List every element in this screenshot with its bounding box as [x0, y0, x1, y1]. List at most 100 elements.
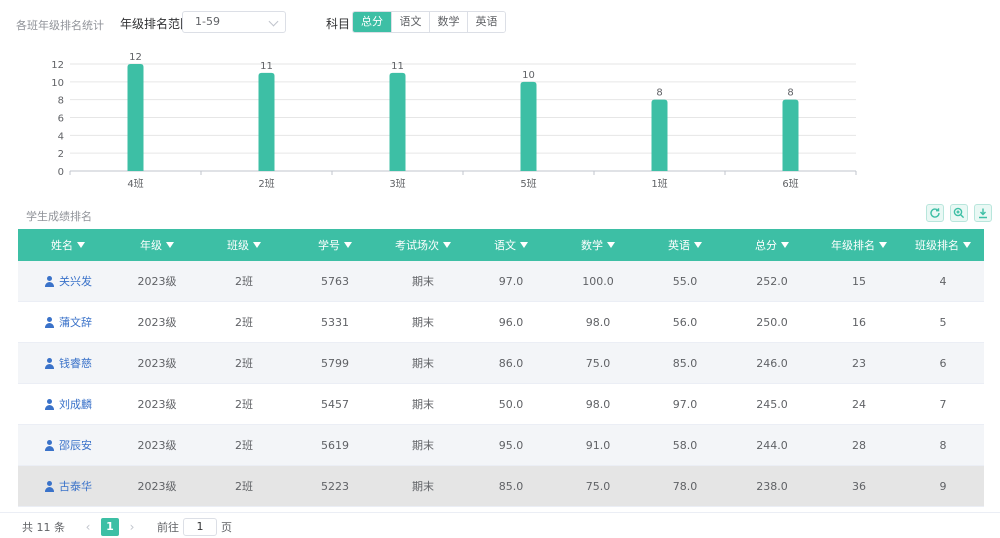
table-cell: 2班 — [196, 302, 292, 342]
cell-text: 5331 — [321, 315, 349, 329]
goto-page-input[interactable]: 1 — [183, 518, 217, 536]
sort-caret-icon[interactable] — [166, 242, 174, 248]
cell-text: 75.0 — [585, 479, 611, 493]
cell-text: 100.0 — [582, 274, 614, 288]
table-cell: 96.0 — [468, 302, 554, 342]
y-tick-label: 6 — [58, 114, 64, 125]
column-header[interactable]: 英语 — [642, 229, 728, 261]
cell-text: 246.0 — [756, 356, 788, 370]
subject-option-total[interactable]: 总分 — [353, 12, 391, 32]
column-header[interactable]: 年级排名 — [816, 229, 902, 261]
table-cell: 86.0 — [468, 343, 554, 383]
zoom-button[interactable] — [950, 204, 968, 222]
pagination: 共 11 条 ‹ 1 › 前往 1 页 — [22, 518, 232, 536]
table-cell: 98.0 — [554, 302, 642, 342]
bar[interactable] — [782, 99, 799, 171]
cell-text: 78.0 — [672, 479, 698, 493]
cell-text: 2023级 — [137, 275, 177, 288]
column-header-label: 学号 — [318, 239, 340, 252]
student-name-link[interactable]: 蒲文辞 — [18, 302, 118, 342]
cell-text: 85.0 — [672, 356, 698, 370]
range-select[interactable]: 1-59 — [182, 11, 286, 33]
sort-caret-icon[interactable] — [77, 242, 85, 248]
x-tick-label: 4班 — [127, 178, 143, 190]
table-cell: 28 — [816, 425, 902, 465]
cell-text: 91.0 — [585, 438, 611, 452]
student-name-link[interactable]: 刘成麟 — [18, 384, 118, 424]
column-header-label: 班级排名 — [915, 239, 959, 252]
cell-text: 28 — [852, 438, 866, 452]
student-name-link[interactable]: 古泰华 — [18, 466, 118, 506]
table-cell: 期末 — [378, 384, 468, 424]
bar[interactable] — [127, 64, 144, 171]
table-cell: 85.0 — [468, 466, 554, 506]
column-header[interactable]: 班级 — [196, 229, 292, 261]
cell-text: 244.0 — [756, 438, 788, 452]
sort-caret-icon[interactable] — [520, 242, 528, 248]
sort-caret-icon[interactable] — [607, 242, 615, 248]
column-header[interactable]: 学号 — [292, 229, 378, 261]
cell-text: 238.0 — [756, 479, 788, 493]
cell-text: 16 — [852, 315, 866, 329]
table-cell: 5331 — [292, 302, 378, 342]
bar-value-label: 11 — [391, 61, 404, 72]
bar[interactable] — [651, 99, 668, 171]
subject-option-math[interactable]: 数学 — [429, 12, 467, 32]
cell-text: 86.0 — [498, 356, 524, 370]
student-name-link[interactable]: 钱睿慈 — [18, 343, 118, 383]
cell-text: 2班 — [235, 439, 253, 452]
table-cell: 2023级 — [118, 384, 196, 424]
student-name-link[interactable]: 邵辰安 — [18, 425, 118, 465]
sort-caret-icon[interactable] — [443, 242, 451, 248]
prev-page-button[interactable]: ‹ — [85, 520, 91, 534]
column-header[interactable]: 数学 — [554, 229, 642, 261]
y-tick-label: 12 — [51, 60, 64, 71]
bar[interactable] — [258, 72, 275, 171]
sort-caret-icon[interactable] — [344, 242, 352, 248]
table-cell: 238.0 — [728, 466, 816, 506]
column-header[interactable]: 总分 — [728, 229, 816, 261]
table-cell: 23 — [816, 343, 902, 383]
bar[interactable] — [520, 81, 537, 171]
next-page-button[interactable]: › — [129, 520, 135, 534]
column-header[interactable]: 姓名 — [18, 229, 118, 261]
sort-caret-icon[interactable] — [694, 242, 702, 248]
column-header[interactable]: 班级排名 — [902, 229, 984, 261]
sort-caret-icon[interactable] — [963, 242, 971, 248]
cell-text: 期末 — [412, 439, 434, 452]
user-icon — [44, 275, 55, 287]
table-cell: 4 — [902, 261, 984, 301]
table-header: 姓名年级班级 学号 考试场次语文数学英语总分年级排名班级排名 — [18, 229, 984, 261]
cell-text: 36 — [852, 479, 866, 493]
user-icon — [44, 398, 55, 410]
cell-text: 5763 — [321, 274, 349, 288]
cell-text: 7 — [939, 397, 947, 411]
cell-text: 2班 — [235, 398, 253, 411]
column-header[interactable]: 年级 — [118, 229, 196, 261]
bar[interactable] — [389, 72, 406, 171]
refresh-button[interactable] — [926, 204, 944, 222]
divider — [0, 512, 1000, 513]
cell-text: 刘成麟 — [59, 398, 92, 411]
table-cell: 75.0 — [554, 466, 642, 506]
x-tick-label: 5班 — [520, 178, 536, 190]
sort-caret-icon[interactable] — [879, 242, 887, 248]
subject-option-chinese[interactable]: 语文 — [391, 12, 429, 32]
student-name-link[interactable]: 关兴发 — [18, 261, 118, 301]
subject-option-english[interactable]: 英语 — [467, 12, 505, 32]
sort-caret-icon[interactable] — [781, 242, 789, 248]
download-button[interactable] — [974, 204, 992, 222]
page-1-button[interactable]: 1 — [101, 518, 119, 536]
column-header[interactable]: 考试场次 — [378, 229, 468, 261]
column-header[interactable]: 语文 — [468, 229, 554, 261]
sort-caret-icon[interactable] — [253, 242, 261, 248]
cell-text: 2班 — [235, 357, 253, 370]
table-cell: 2023级 — [118, 466, 196, 506]
